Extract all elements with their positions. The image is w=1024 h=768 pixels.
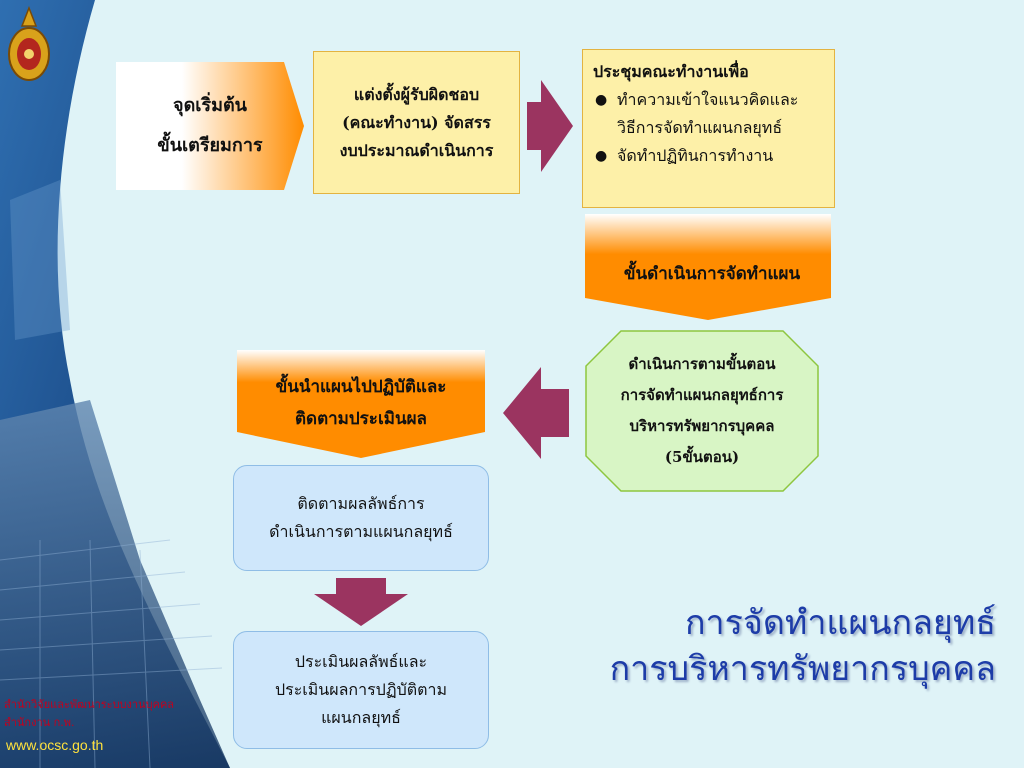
follow-up-box: ติดตามผลลัพธ์การ ดำเนินการตามแผนกลยุทธ์: [233, 465, 489, 571]
arrow-left-icon: [503, 367, 569, 459]
stage2-banner: [585, 214, 831, 320]
stage3-banner: [237, 350, 485, 458]
arrow-down-icon: [314, 578, 408, 626]
octagon-text: ดำเนินการตามขั้นตอน การจัดทำแผนกลยุทธ์กา…: [620, 355, 784, 466]
footer-org-line2: สำนักงาน ก.พ.: [4, 716, 75, 729]
meeting-box: ประชุมคณะทำงานเพื่อ ทำความเข้าใจแนวคิดแล…: [582, 49, 835, 208]
slide-title-line2: การบริหารทรัพยากรบุคคล: [609, 649, 996, 689]
start-label-line1: จุดเริ่มต้น: [173, 95, 247, 116]
footer-org-line1: สำนักวิจัยและพัฒนาระบบงานบุคคล: [4, 698, 175, 711]
meeting-heading: ประชุมคณะทำงานเพื่อ: [593, 62, 749, 81]
slide-title: การจัดทำแผนกลยุทธ์ การบริหารทรัพยากรบุคค…: [576, 600, 996, 692]
stage3-label: ขั้นนำแผนไปปฏิบัติและ ติดตามประเมินผล: [275, 377, 447, 429]
start-label: จุดเริ่มต้น ขั้นเตรียมการ: [130, 78, 290, 174]
emblem-icon: [8, 6, 50, 81]
meeting-bullet-1: ทำความเข้าใจแนวคิดและ วิธีการจัดทำแผนกลย…: [593, 86, 798, 142]
slide-title-line1: การจัดทำแผนกลยุทธ์: [684, 603, 996, 643]
meeting-bullets: ทำความเข้าใจแนวคิดและ วิธีการจัดทำแผนกลย…: [593, 86, 798, 170]
stage2-label: ขั้นดำเนินการจัดทำแผน: [623, 264, 801, 284]
meeting-bullet-2: จัดทำปฏิทินการทำงาน: [593, 142, 798, 170]
start-pentagon: [116, 62, 304, 190]
evaluation-box: ประเมินผลลัพธ์และ ประเมินผลการปฏิบัติตาม…: [233, 631, 489, 749]
appoint-committee-box: แต่งตั้งผู้รับผิดชอบ (คณะทำงาน) จัดสรร ง…: [313, 51, 520, 194]
octagon-shape: [585, 330, 819, 492]
footer-org: สำนักวิจัยและพัฒนาระบบงานบุคคล สำนักงาน …: [4, 696, 230, 732]
start-label-line2: ขั้นเตรียมการ: [157, 135, 263, 156]
footer-url[interactable]: www.ocsc.go.th: [6, 737, 104, 753]
arrow-right-icon: [527, 80, 573, 172]
left-decorative-panel: [0, 0, 230, 768]
